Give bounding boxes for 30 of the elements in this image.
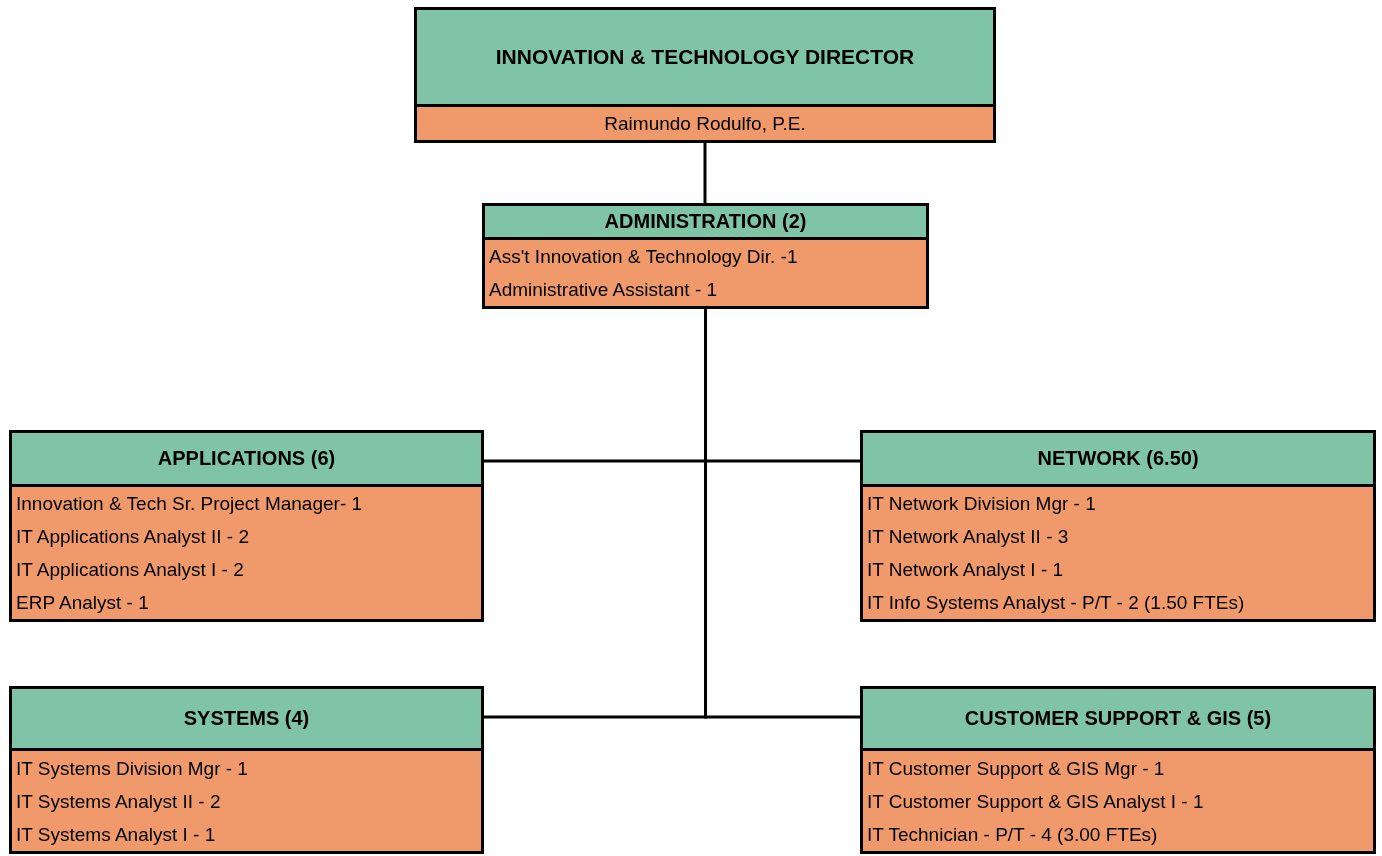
unit-card	[860, 430, 1376, 622]
person-name: Raimundo Rodulfo, P.E.	[603, 112, 807, 136]
position-line: Administrative Assistant - 1	[488, 278, 719, 302]
unit-title: INNOVATION & TECHNOLOGY DIRECTOR	[417, 10, 993, 107]
position-line: IT Network Analyst II - 3	[866, 525, 1070, 549]
position-line: IT Applications Analyst II - 2	[15, 525, 251, 549]
position-line: Innovation & Tech Sr. Project Manager- 1	[15, 492, 364, 516]
unit-card	[9, 430, 484, 622]
unit-title: APPLICATIONS (6)	[12, 433, 481, 487]
position-line: Ass't Innovation & Technology Dir. -1	[488, 245, 799, 269]
unit-card	[482, 203, 929, 309]
position-line: IT Network Analyst I - 1	[866, 558, 1065, 582]
position-line: ERP Analyst - 1	[15, 591, 150, 615]
position-line: IT Network Division Mgr - 1	[866, 492, 1097, 516]
position-line: IT Systems Analyst II - 2	[15, 789, 222, 814]
position-line: IT Applications Analyst I - 2	[15, 558, 245, 582]
unit-card	[9, 686, 484, 854]
position-line: IT Technician - P/T - 4 (3.00 FTEs)	[866, 822, 1159, 847]
unit-card	[860, 686, 1376, 854]
unit-title: NETWORK (6.50)	[863, 433, 1373, 487]
position-line: IT Systems Division Mgr - 1	[15, 756, 249, 781]
position-line: IT Customer Support & GIS Analyst I - 1	[866, 789, 1205, 814]
position-line: IT Customer Support & GIS Mgr - 1	[866, 756, 1166, 781]
unit-title: CUSTOMER SUPPORT & GIS (5)	[863, 689, 1373, 751]
position-line: IT Systems Analyst I - 1	[15, 822, 217, 847]
connector-line	[703, 143, 707, 203]
position-line: IT Info Systems Analyst - P/T - 2 (1.50 FTEs)	[866, 591, 1246, 615]
unit-card	[414, 7, 996, 143]
unit-title: SYSTEMS (4)	[12, 689, 481, 751]
unit-title: ADMINISTRATION (2)	[485, 206, 926, 240]
